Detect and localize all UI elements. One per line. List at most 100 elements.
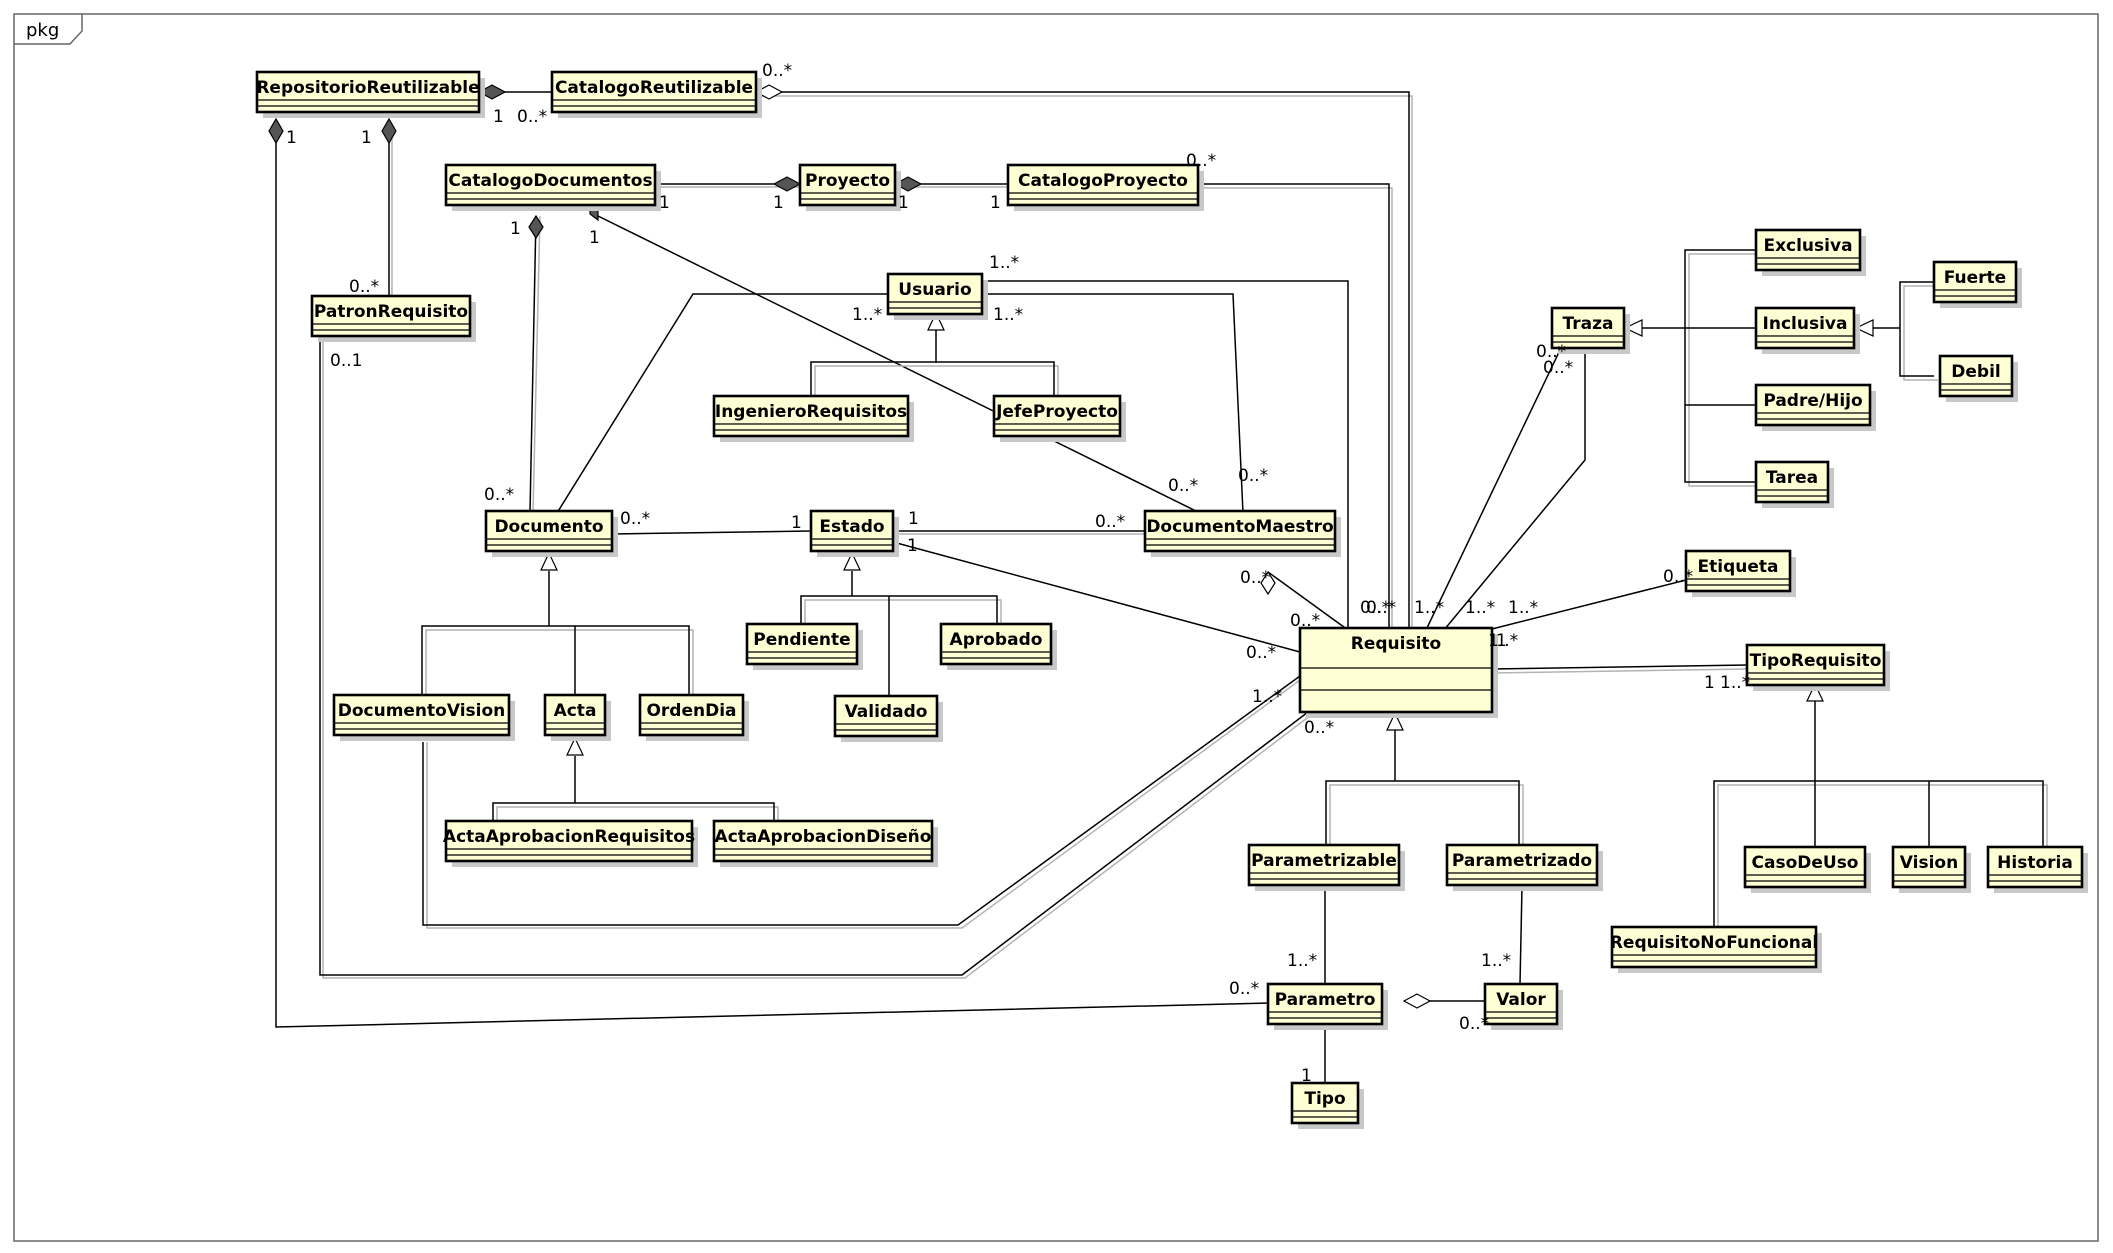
class-casodeuso: CasoDeUso [1743, 845, 1871, 893]
class-repositorioreutilizable: RepositorioReutilizable [255, 70, 485, 118]
multiplicity-label: 1 [908, 509, 919, 529]
class-patronrequisito: PatronRequisito [310, 294, 476, 342]
class-name-ingenierorequisitos: IngenieroRequisitos [715, 402, 907, 422]
class-validado: Validado [833, 694, 943, 742]
class-parametro: Parametro [1266, 982, 1388, 1030]
class-name-documentovision: DocumentoVision [338, 701, 506, 721]
multiplicity-label: 1..* [1414, 598, 1444, 618]
class-boxes: RepositorioReutilizable CatalogoReutiliza… [255, 70, 2088, 1129]
multiplicity-label: 1 [361, 128, 372, 148]
package-frame: pkg [13, 13, 2099, 1242]
multiplicity-label: 0..* [1536, 342, 1566, 362]
class-name-parametrizado: Parametrizado [1452, 851, 1592, 871]
class-name-catalogoproyecto: CatalogoProyecto [1018, 171, 1188, 191]
class-name-pendiente: Pendiente [753, 630, 850, 650]
class-jefeproyecto: JefeProyecto [992, 394, 1126, 442]
class-name-tiporequisito: TipoRequisito [1750, 651, 1882, 671]
multiplicity-label: 0..* [762, 61, 792, 81]
relationship-lines [268, 84, 2048, 1083]
class-debil: Debil [1938, 354, 2018, 402]
class-name-tarea: Tarea [1766, 468, 1818, 488]
class-documento: Documento [484, 509, 618, 557]
multiplicity-label: 1..* [993, 305, 1023, 325]
multiplicity-label: 1 [1704, 673, 1715, 693]
multiplicity-label: 0..* [1663, 567, 1693, 587]
class-name-catalogodocumentos: CatalogoDocumentos [448, 171, 652, 191]
class-usuario: Usuario [886, 272, 988, 320]
class-name-valor: Valor [1496, 990, 1546, 1010]
class-tiporequisito: TipoRequisito [1745, 643, 1890, 691]
multiplicity-label: 0..* [1543, 358, 1573, 378]
class-catalogodocumentos: CatalogoDocumentos [444, 163, 661, 211]
class-name-usuario: Usuario [898, 280, 971, 300]
class-name-proyecto: Proyecto [805, 171, 890, 191]
class-requisito: Requisito [1298, 626, 1498, 718]
class-exclusiva: Exclusiva [1754, 228, 1866, 276]
class-estado: Estado [809, 509, 899, 557]
class-documentomaestro: DocumentoMaestro [1143, 509, 1341, 557]
class-parametrizable: Parametrizable [1247, 843, 1405, 891]
class-name-repositorioreutilizable: RepositorioReutilizable [256, 78, 479, 98]
class-valor: Valor [1483, 982, 1563, 1030]
class-name-patronrequisito: PatronRequisito [314, 302, 468, 322]
class-name-parametrizable: Parametrizable [1251, 851, 1397, 871]
multiplicity-label: 1 [898, 193, 909, 213]
class-name-traza: Traza [1563, 314, 1614, 334]
multiplicity-label: 0..* [1246, 643, 1276, 663]
class-name-actaaprobacionrequisitos: ActaAprobacionRequisitos [443, 827, 695, 847]
class-name-requisito: Requisito [1351, 634, 1441, 654]
multiplicity-label: 0..* [517, 107, 547, 127]
class-acta: Acta [543, 693, 611, 741]
multiplicity-label: 0..* [1360, 598, 1390, 618]
class-name-debil: Debil [1951, 362, 2000, 382]
class-name-parametro: Parametro [1275, 990, 1376, 1010]
class-vision: Vision [1891, 845, 1971, 893]
multiplicity-label: 0..1 [330, 351, 362, 371]
multiplicity-label: 0..* [1366, 598, 1396, 618]
class-inclusiva: Inclusiva [1754, 306, 1860, 354]
class-name-historia: Historia [1997, 853, 2073, 873]
multiplicity-label: 1..* [1508, 598, 1538, 618]
multiplicity-label: 1 [990, 193, 1001, 213]
class-name-inclusiva: Inclusiva [1763, 314, 1848, 334]
class-aprobado: Aprobado [939, 622, 1057, 670]
class-name-estado: Estado [819, 517, 884, 537]
class-name-padrehijo: Padre/Hijo [1763, 391, 1862, 411]
class-actaaprobaciondiseno: ActaAprobacionDiseño [712, 819, 938, 867]
multiplicity-label: 1..* [1252, 687, 1282, 707]
class-name-catalogoreutilizable: CatalogoReutilizable [555, 78, 753, 98]
multiplicity-label: 1..* [1287, 951, 1317, 971]
multiplicity-label: 1 [493, 107, 504, 127]
class-name-ordendia: OrdenDia [646, 701, 736, 721]
multiplicity-label: 1 [791, 513, 802, 533]
class-ingenierorequisitos: IngenieroRequisitos [712, 394, 914, 442]
class-name-acta: Acta [554, 701, 597, 721]
class-parametrizado: Parametrizado [1445, 843, 1603, 891]
multiplicity-label: 1..* [852, 305, 882, 325]
class-proyecto: Proyecto [798, 163, 901, 211]
multiplicity-label: 0..* [1459, 1014, 1489, 1034]
multiplicity-label: 1 [907, 536, 918, 556]
multiplicity-label: 0..* [1238, 466, 1268, 486]
multiplicity-labels: 0..* 1 0..* 1 1 1 1 1 1 0..* 1 1 0..* 0..1 1..* 1..* 1..… [286, 61, 1750, 1086]
class-pendiente: Pendiente [745, 622, 863, 670]
class-name-documento: Documento [494, 517, 603, 537]
class-catalogoproyecto: CatalogoProyecto [1006, 163, 1204, 211]
class-traza: Traza [1550, 306, 1630, 354]
class-name-exclusiva: Exclusiva [1763, 236, 1852, 256]
multiplicity-label: 0..* [620, 509, 650, 529]
multiplicity-label: 0..* [349, 277, 379, 297]
multiplicity-label: 1..* [1488, 631, 1518, 651]
class-requisitonofuncional: RequisitoNoFuncional [1610, 925, 1822, 973]
class-name-actaaprobaciondiseno: ActaAprobacionDiseño [715, 827, 932, 847]
class-actaaprobacionrequisitos: ActaAprobacionRequisitos [443, 819, 698, 867]
class-fuerte: Fuerte [1932, 260, 2022, 308]
multiplicity-label: 0..* [484, 485, 514, 505]
class-name-requisitonofuncional: RequisitoNoFuncional [1610, 933, 1818, 953]
class-name-etiqueta: Etiqueta [1698, 557, 1779, 577]
multiplicity-label: 1 [659, 193, 670, 213]
multiplicity-label: 0..* [1229, 979, 1259, 999]
class-name-documentomaestro: DocumentoMaestro [1146, 517, 1333, 537]
multiplicity-label: 0..* [1168, 476, 1198, 496]
multiplicity-label: 1 [1496, 631, 1507, 651]
